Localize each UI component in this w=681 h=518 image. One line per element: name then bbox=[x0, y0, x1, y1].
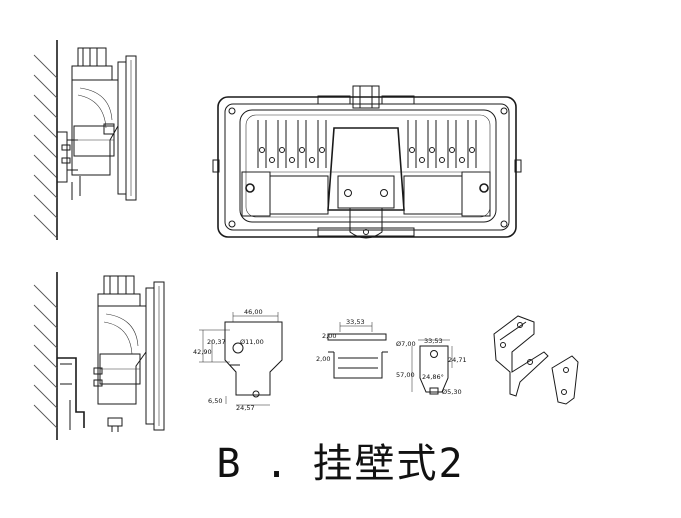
dim-side-angle: 24,86° bbox=[422, 373, 444, 381]
figure-caption: B. 挂壁式2 bbox=[0, 438, 681, 490]
detail-bracket-plate: 46,00 20,37 42,90 Ø11,00 6,50 24,57 bbox=[193, 308, 283, 412]
dim-side-slot: Ø5,30 bbox=[442, 388, 462, 396]
wall-hatching-top bbox=[33, 54, 58, 239]
dim-plate-thickness-top: 2,00 bbox=[322, 332, 336, 340]
wall-hatching-bottom bbox=[33, 284, 58, 429]
dim-plate-thickness-side: 2,00 bbox=[316, 355, 330, 363]
caption-dot: . bbox=[264, 441, 291, 487]
heat-sink-right bbox=[407, 120, 477, 168]
dim-side-height: 57,00 bbox=[396, 371, 415, 379]
detail-u-plate: 33,53 2,00 2,00 bbox=[316, 318, 388, 379]
dim-side-width: 33,53 bbox=[424, 337, 443, 345]
detail-isometric-bracket bbox=[493, 315, 579, 405]
front-view bbox=[212, 85, 522, 239]
dim-bracket-offset: 20,37 bbox=[207, 338, 226, 346]
dim-bracket-height: 42,90 bbox=[193, 348, 212, 356]
caption-title: 挂壁式2 bbox=[312, 441, 465, 487]
dim-foot-height: 6,50 bbox=[208, 397, 222, 405]
dim-hole-diameter: Ø11,00 bbox=[240, 338, 264, 346]
caption-letter: B bbox=[216, 441, 243, 487]
dim-side-hole: Ø7,00 bbox=[396, 340, 416, 348]
side-view-bottom bbox=[33, 272, 165, 440]
dim-bracket-width: 46,00 bbox=[244, 308, 263, 316]
detail-side-plate: Ø7,00 33,53 24,71 57,00 24,86° Ø5,30 bbox=[396, 337, 467, 396]
dim-side-offset: 24,71 bbox=[448, 356, 467, 364]
dim-foot-width: 24,57 bbox=[236, 404, 255, 412]
side-view-top bbox=[33, 40, 137, 240]
dim-plate-width: 33,53 bbox=[346, 318, 365, 326]
heat-sink-left bbox=[257, 120, 327, 168]
